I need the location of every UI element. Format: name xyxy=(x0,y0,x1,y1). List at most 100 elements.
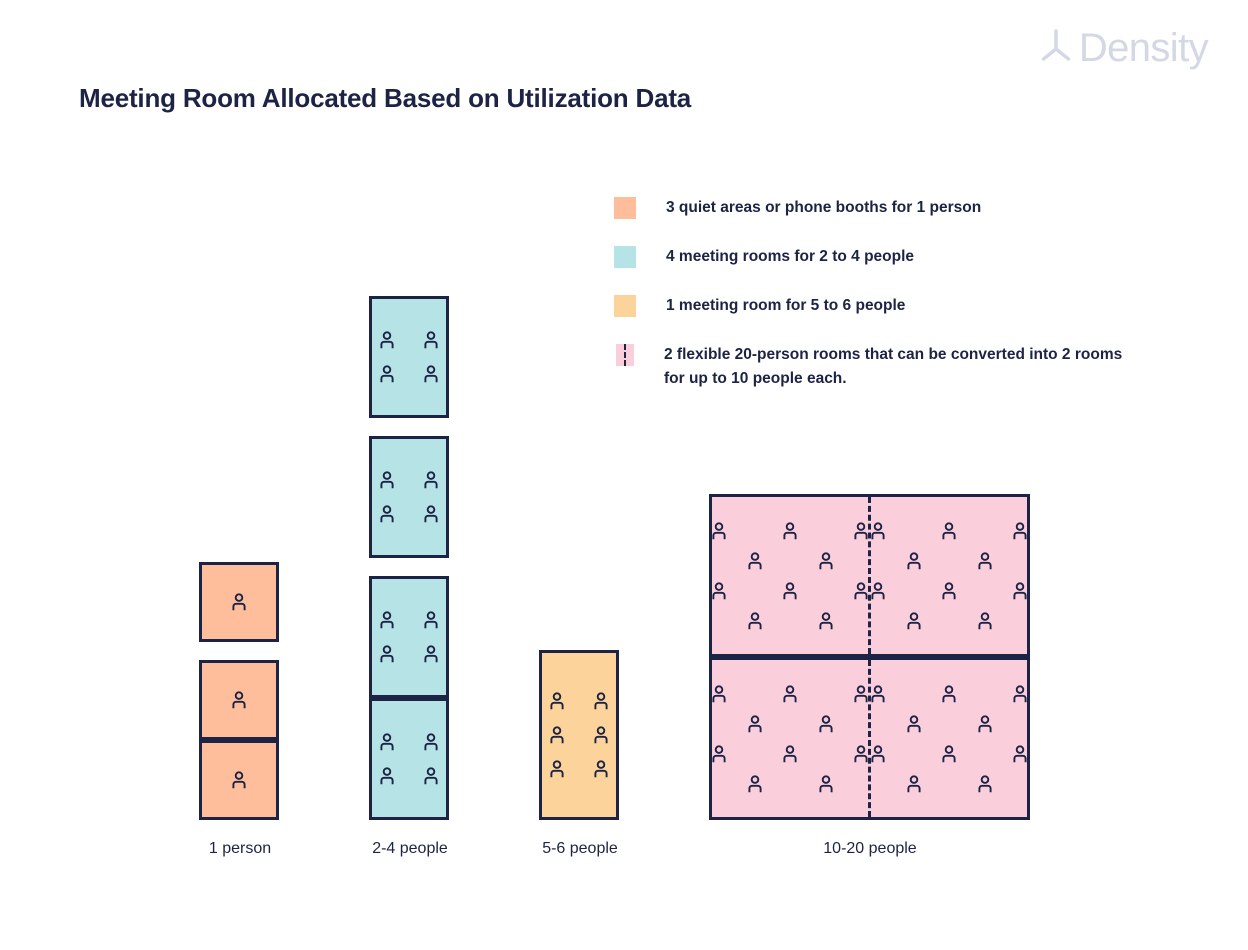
room-two-to-four-people-1[interactable] xyxy=(369,698,449,820)
room-occupants xyxy=(202,565,276,639)
page-title: Meeting Room Allocated Based on Utilizat… xyxy=(79,83,692,113)
room-one-person-1[interactable] xyxy=(199,740,279,820)
person-icon xyxy=(424,767,438,785)
brand-name: Density xyxy=(1078,26,1209,70)
occupant-row xyxy=(711,521,869,540)
occupant-row xyxy=(906,714,993,733)
person-icon xyxy=(380,331,394,349)
person-icon xyxy=(906,611,921,629)
person-icon xyxy=(594,692,608,710)
density-trimark-icon xyxy=(1041,28,1071,68)
person-icon xyxy=(942,744,956,762)
person-icon xyxy=(1013,684,1027,702)
occupant-row xyxy=(379,611,439,629)
room-ten-to-twenty-people-2[interactable] xyxy=(709,494,1030,657)
legend-item-large-room: 1 meeting room for 5 to 6 people xyxy=(614,294,1174,318)
room-five-to-six-people-1[interactable] xyxy=(539,650,619,820)
person-icon xyxy=(783,684,797,702)
person-icon xyxy=(380,505,394,523)
category-label-two-to-four-people: 2-4 people xyxy=(372,840,448,857)
person-icon xyxy=(712,684,726,702)
person-icon xyxy=(747,774,762,792)
person-icon xyxy=(977,611,992,629)
person-icon xyxy=(942,684,956,702)
person-icon xyxy=(906,551,921,569)
category-label-five-to-six-people: 5-6 people xyxy=(542,840,618,857)
person-icon xyxy=(783,581,797,599)
person-icon xyxy=(424,733,438,751)
room-two-to-four-people-2[interactable] xyxy=(369,576,449,698)
person-icon xyxy=(854,684,868,702)
person-icon xyxy=(906,774,921,792)
person-icon xyxy=(380,471,394,489)
person-icon xyxy=(550,692,564,710)
person-icon xyxy=(942,521,956,539)
legend-swatch-teal xyxy=(614,246,636,269)
person-icon xyxy=(871,521,885,539)
room-occupants xyxy=(712,497,868,654)
occupant-row xyxy=(906,774,993,793)
person-icon xyxy=(380,733,394,751)
person-icon xyxy=(854,521,868,539)
person-icon xyxy=(550,726,564,744)
occupant-row xyxy=(231,593,247,611)
occupant-row xyxy=(549,692,609,710)
person-icon xyxy=(747,714,762,732)
person-icon xyxy=(818,774,833,792)
room-half-2[interactable] xyxy=(868,497,1027,654)
person-icon xyxy=(424,611,438,629)
swatch-dashed-divider-icon xyxy=(624,344,626,367)
room-occupants xyxy=(372,701,446,817)
legend-swatch-salmon xyxy=(614,197,636,219)
category-label-one-person: 1 person xyxy=(208,840,272,857)
legend-label-large-room: 1 meeting room for 5 to 6 people xyxy=(666,297,906,315)
person-icon xyxy=(1013,581,1027,599)
occupant-row xyxy=(747,551,834,570)
room-two-to-four-people-4[interactable] xyxy=(369,296,449,418)
room-half-1[interactable] xyxy=(712,497,868,654)
legend-label-quiet-areas: 3 quiet areas or phone booths for 1 pers… xyxy=(666,199,982,216)
person-icon xyxy=(380,611,394,629)
occupant-row xyxy=(870,744,1028,763)
room-group-two-to-four-people xyxy=(369,278,449,820)
room-two-to-four-people-3[interactable] xyxy=(369,436,449,558)
occupant-row xyxy=(870,684,1028,703)
occupant-row xyxy=(379,733,439,751)
legend-label-flexible-rooms: 2 flexible 20-person rooms that can be c… xyxy=(664,346,1123,388)
person-icon xyxy=(942,581,956,599)
occupant-row xyxy=(549,760,609,778)
person-icon xyxy=(871,684,885,702)
person-icon xyxy=(977,551,992,569)
brand-logo: Density xyxy=(1041,26,1209,70)
person-icon xyxy=(871,744,885,762)
person-icon xyxy=(232,771,246,789)
room-occupants xyxy=(202,663,276,737)
room-half-1[interactable] xyxy=(712,660,868,817)
person-icon xyxy=(712,521,726,539)
occupant-row xyxy=(379,645,439,663)
occupant-row xyxy=(379,471,439,489)
legend-item-flexible-rooms: 2 flexible 20-person rooms that can be c… xyxy=(614,343,1174,391)
person-icon xyxy=(977,774,992,792)
person-icon xyxy=(232,593,246,611)
room-one-person-2[interactable] xyxy=(199,660,279,740)
occupant-row xyxy=(747,714,834,733)
room-occupants xyxy=(542,653,616,817)
room-ten-to-twenty-people-1[interactable] xyxy=(709,657,1030,820)
occupant-row xyxy=(870,521,1028,540)
room-occupants xyxy=(712,660,868,817)
room-one-person-3[interactable] xyxy=(199,562,279,642)
person-icon xyxy=(783,744,797,762)
person-icon xyxy=(424,331,438,349)
occupant-row xyxy=(711,744,869,763)
legend-swatch-pink-divided xyxy=(616,344,634,367)
room-half-2[interactable] xyxy=(868,660,1027,817)
person-icon xyxy=(747,611,762,629)
legend-item-medium-rooms: 4 meeting rooms for 2 to 4 people xyxy=(614,245,1174,269)
person-icon xyxy=(424,365,438,383)
room-occupants xyxy=(372,579,446,695)
person-icon xyxy=(424,505,438,523)
occupant-row xyxy=(906,551,993,570)
person-icon xyxy=(871,581,885,599)
